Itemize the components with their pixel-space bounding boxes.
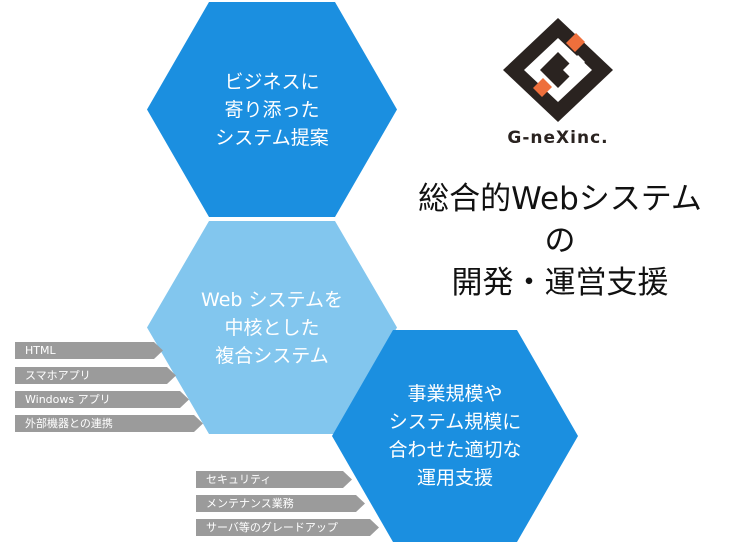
tag-maintenance: メンテナンス業務 [196,495,365,512]
hexagon-line: システム規模に [388,411,522,433]
hexagon-shape [332,330,578,542]
headline-line: 開発・運営支援 [451,265,669,301]
hexagon-line: 寄り添った [224,98,320,121]
headline-line: の [544,223,576,259]
hexagon-line: システム提案 [215,126,329,149]
g-nexinc-logo-icon [503,18,613,122]
tag-smartphone-app: スマホアプリ [15,367,176,384]
tag-html: HTML [15,342,163,359]
tag-security: セキュリティ [196,471,352,488]
headline: 総合的Webシステム の 開発・運営支援 [395,178,725,304]
tag-server-upgrade: サーバ等のグレードアップ [196,519,379,536]
hexagon-text: Web システムを 中核とした 複合システム [147,221,397,434]
hexagon-line: 事業規模や [407,383,503,405]
hexagon-text: ビジネスに 寄り添った システム提案 [147,2,397,217]
hexagon-business-proposal: ビジネスに 寄り添った システム提案 [147,2,397,217]
hexagon-line: ビジネスに [224,70,320,93]
hexagon-line: 中核とした [224,316,320,339]
hexagon-line: 複合システム [215,344,329,367]
headline-line: 総合的Webシステム [418,181,702,217]
tag-windows-app: Windows アプリ [15,391,189,408]
hexagon-shape [147,2,397,217]
hexagon-web-core: Web システムを 中核とした 複合システム [147,221,397,434]
hexagon-operation-support: 事業規模や システム規模に 合わせた適切な 運用支援 [332,330,578,542]
company-name-logo: G-neXinc. [507,128,609,148]
hexagon-text: 事業規模や システム規模に 合わせた適切な 運用支援 [332,330,578,542]
hexagon-line: 合わせた適切な [388,439,522,461]
company-logo [503,18,613,126]
hexagon-line: 運用支援 [416,467,493,489]
hexagon-shape [147,221,397,434]
hexagon-line: Web システムを [201,288,343,311]
tag-external-devices: 外部機器との連携 [15,415,203,432]
